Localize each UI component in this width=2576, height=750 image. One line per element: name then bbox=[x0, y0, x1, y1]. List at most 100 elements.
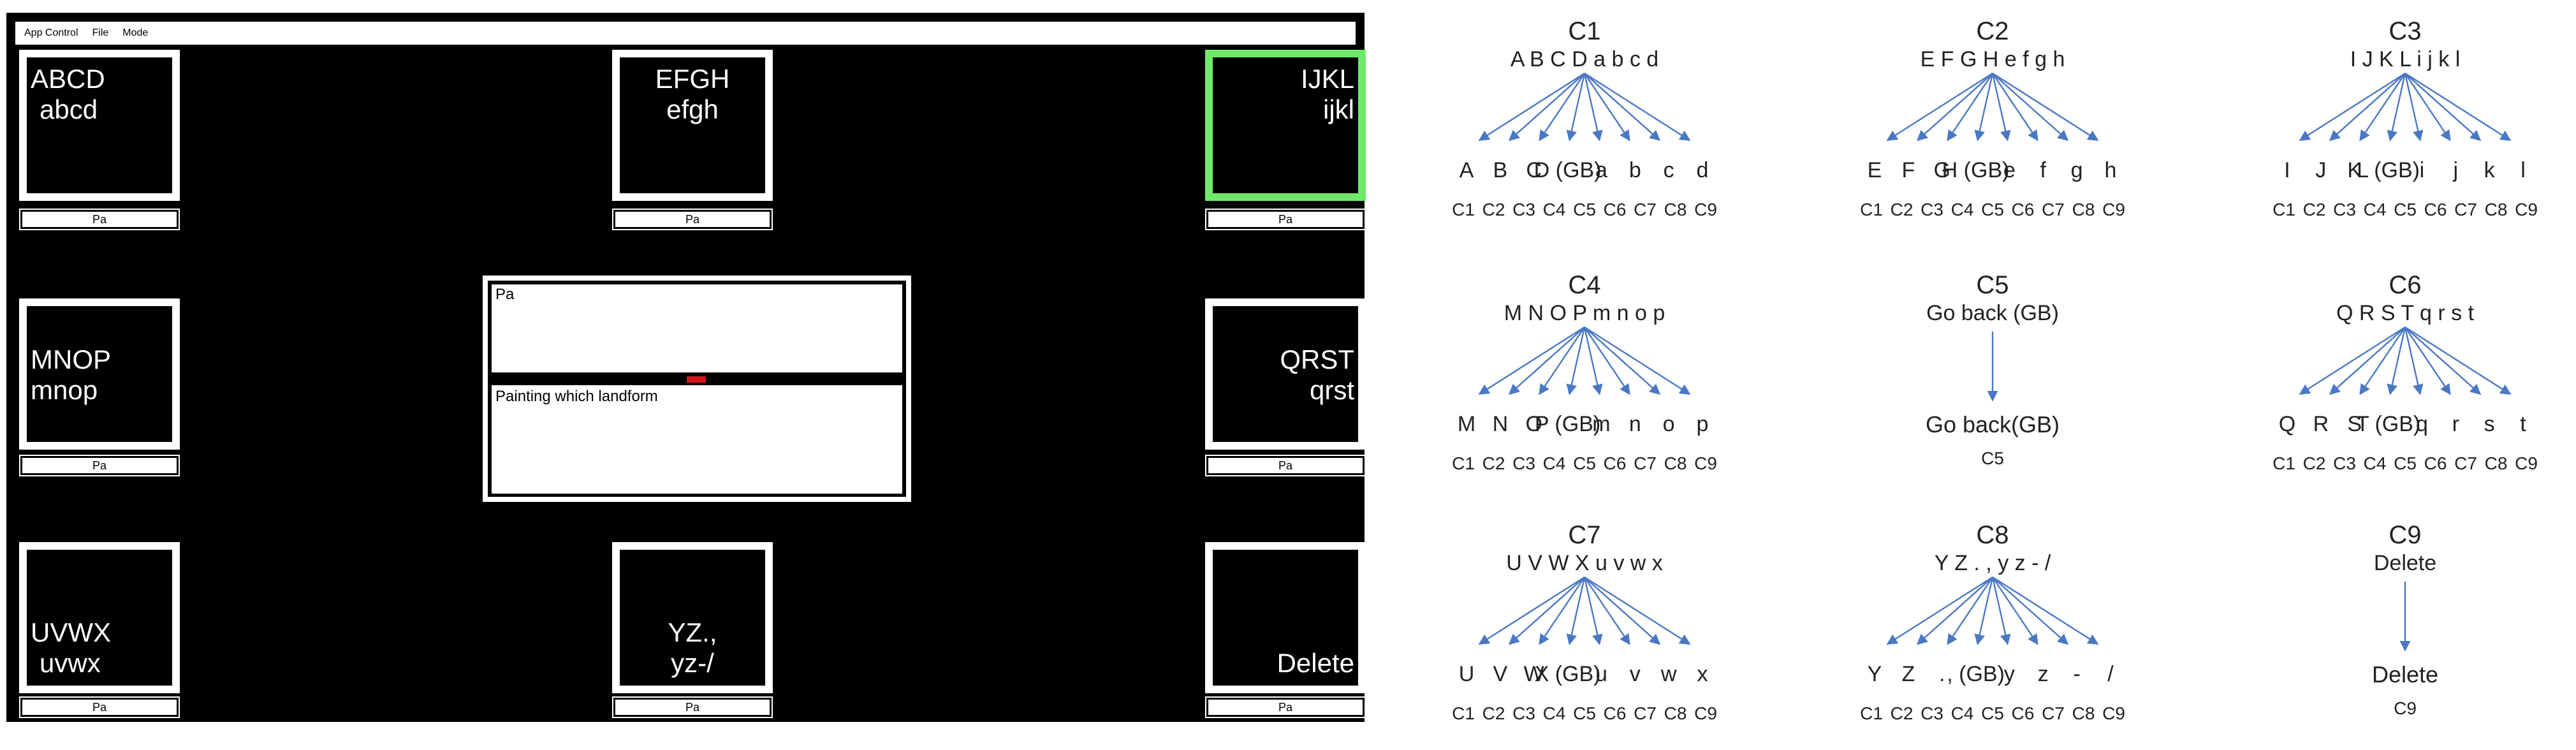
single-child-label: Delete bbox=[2372, 661, 2438, 688]
child-label: i bbox=[2420, 158, 2425, 182]
code-label: C6 bbox=[1604, 703, 1627, 723]
child-label: R bbox=[2313, 412, 2329, 436]
key-ijkl[interactable]: IJKL ijkl bbox=[1205, 50, 1366, 201]
child-label: - bbox=[2073, 662, 2080, 686]
prediction-slot[interactable]: Pa bbox=[613, 698, 772, 717]
tree-arrow bbox=[1974, 73, 1994, 142]
code-label: C3 bbox=[1512, 703, 1535, 723]
code-label: C9 bbox=[1694, 200, 1717, 219]
tree-arrow bbox=[2299, 326, 2406, 395]
code-label: C4 bbox=[2364, 453, 2387, 473]
code-label: C4 bbox=[2364, 200, 2387, 219]
code-label: C6 bbox=[2424, 200, 2447, 219]
key-qrst[interactable]: QRST qrst bbox=[1205, 298, 1366, 450]
prediction-slot[interactable]: Pa bbox=[1206, 210, 1365, 229]
child-label: y bbox=[2004, 662, 2015, 686]
code-label: C9 bbox=[2102, 200, 2125, 219]
cursor-marker bbox=[687, 376, 706, 383]
child-label: S bbox=[2347, 412, 2362, 436]
tree-arrow bbox=[1992, 72, 2099, 142]
key-yz-punct[interactable]: YZ., yz-/ bbox=[612, 542, 773, 693]
tree-arrow bbox=[2329, 327, 2406, 395]
code-label: C5 bbox=[1573, 703, 1596, 723]
tree-arrow bbox=[1992, 576, 2099, 645]
code-label: C5 bbox=[1573, 200, 1596, 219]
key-label-upper: MNOP bbox=[31, 344, 111, 374]
key-efgh[interactable]: EFGH efgh bbox=[612, 50, 773, 201]
menu-app-control[interactable]: App Control bbox=[24, 27, 78, 38]
tree-arrow bbox=[2299, 72, 2406, 142]
prediction-slot[interactable]: Pa bbox=[20, 210, 179, 229]
code-label: C4 bbox=[1543, 453, 1566, 473]
suggestion-text: Painting which landform bbox=[495, 388, 658, 405]
node-id-label: C3 bbox=[2389, 17, 2421, 45]
code-label: C6 bbox=[1604, 453, 1627, 473]
code-label: C3 bbox=[1512, 453, 1535, 473]
code-label: C1 bbox=[1452, 453, 1475, 473]
code-label: C8 bbox=[1664, 703, 1687, 723]
tree-arrow bbox=[1584, 327, 1630, 395]
tree-arrow bbox=[1584, 576, 1691, 645]
child-label: K bbox=[2347, 158, 2362, 182]
tree-arrow bbox=[1916, 73, 1993, 142]
tree-arrow bbox=[2404, 327, 2482, 395]
tree-arrow bbox=[1583, 327, 1603, 395]
tree-arrow bbox=[1508, 73, 1585, 142]
key-abcd[interactable]: ABCD abcd bbox=[19, 50, 180, 201]
node-id-label: C8 bbox=[1976, 521, 2009, 549]
key-mnop[interactable]: MNOP mnop bbox=[19, 298, 180, 450]
menu-mode[interactable]: Mode bbox=[122, 27, 149, 38]
tree-arrow bbox=[2404, 327, 2451, 395]
tree-arrow bbox=[1916, 577, 1993, 645]
child-label: l bbox=[2521, 158, 2526, 182]
node-id-label: C5 bbox=[1976, 271, 2009, 299]
code-label: C5 bbox=[1981, 448, 2004, 468]
child-label: L (GB) bbox=[2357, 158, 2420, 182]
tree-arrow bbox=[1992, 577, 2069, 645]
tree-arrow bbox=[1583, 73, 1603, 142]
menu-file[interactable]: File bbox=[92, 27, 109, 38]
key-label-lower: efgh bbox=[666, 94, 719, 124]
tree-arrow bbox=[1584, 577, 1630, 645]
child-label: D (GB) bbox=[1534, 158, 1602, 182]
prediction-slot[interactable]: Pa bbox=[1206, 698, 1365, 717]
child-label: o bbox=[1663, 412, 1675, 436]
child-label: W bbox=[1524, 662, 1544, 686]
node-header-label: Q R S T q r s t bbox=[2336, 301, 2475, 325]
node-header-label: Y Z . , y z - / bbox=[1935, 551, 2051, 575]
key-delete[interactable]: Delete bbox=[1205, 542, 1366, 693]
child-label: w bbox=[1660, 662, 1677, 686]
tree-arrow bbox=[1991, 73, 2011, 142]
node-id-label: C7 bbox=[1568, 521, 1600, 549]
menu-bar: App Control File Mode bbox=[15, 22, 1356, 45]
code-label: C2 bbox=[1482, 453, 1505, 473]
prediction-slot[interactable]: Pa bbox=[1206, 456, 1365, 475]
tree-arrow bbox=[2404, 72, 2512, 142]
code-label: C6 bbox=[2012, 703, 2035, 723]
code-label: C4 bbox=[1951, 200, 1974, 219]
key-uvwx[interactable]: UVWX uvwx bbox=[19, 542, 180, 693]
tree-arrow bbox=[1539, 577, 1585, 645]
code-label: C7 bbox=[2454, 453, 2477, 473]
child-label: h bbox=[2105, 158, 2117, 182]
key-label-upper: ABCD bbox=[31, 64, 105, 94]
child-label: B bbox=[1493, 158, 1508, 182]
key-label-upper: YZ., bbox=[668, 617, 717, 647]
typed-text-box[interactable]: Pa bbox=[492, 284, 902, 372]
child-label: d bbox=[1697, 158, 1709, 182]
suggestion-box[interactable]: Painting which landform bbox=[492, 385, 902, 494]
node-header-label: E F G H e f g h bbox=[1921, 47, 2065, 71]
child-label: E bbox=[1868, 158, 1882, 182]
code-label: C7 bbox=[2042, 703, 2065, 723]
prediction-slot[interactable]: Pa bbox=[20, 698, 179, 717]
child-label: V bbox=[1493, 662, 1508, 686]
child-label: I bbox=[2284, 158, 2290, 182]
tree-arrow bbox=[1539, 73, 1585, 142]
prediction-slot[interactable]: Pa bbox=[20, 456, 179, 475]
child-label: P (GB) bbox=[1535, 412, 1600, 436]
node-header-label: M N O P m n o p bbox=[1504, 301, 1665, 325]
code-label: C8 bbox=[1664, 453, 1687, 473]
child-label: Y bbox=[1868, 662, 1882, 686]
prediction-slot[interactable]: Pa bbox=[613, 210, 772, 229]
